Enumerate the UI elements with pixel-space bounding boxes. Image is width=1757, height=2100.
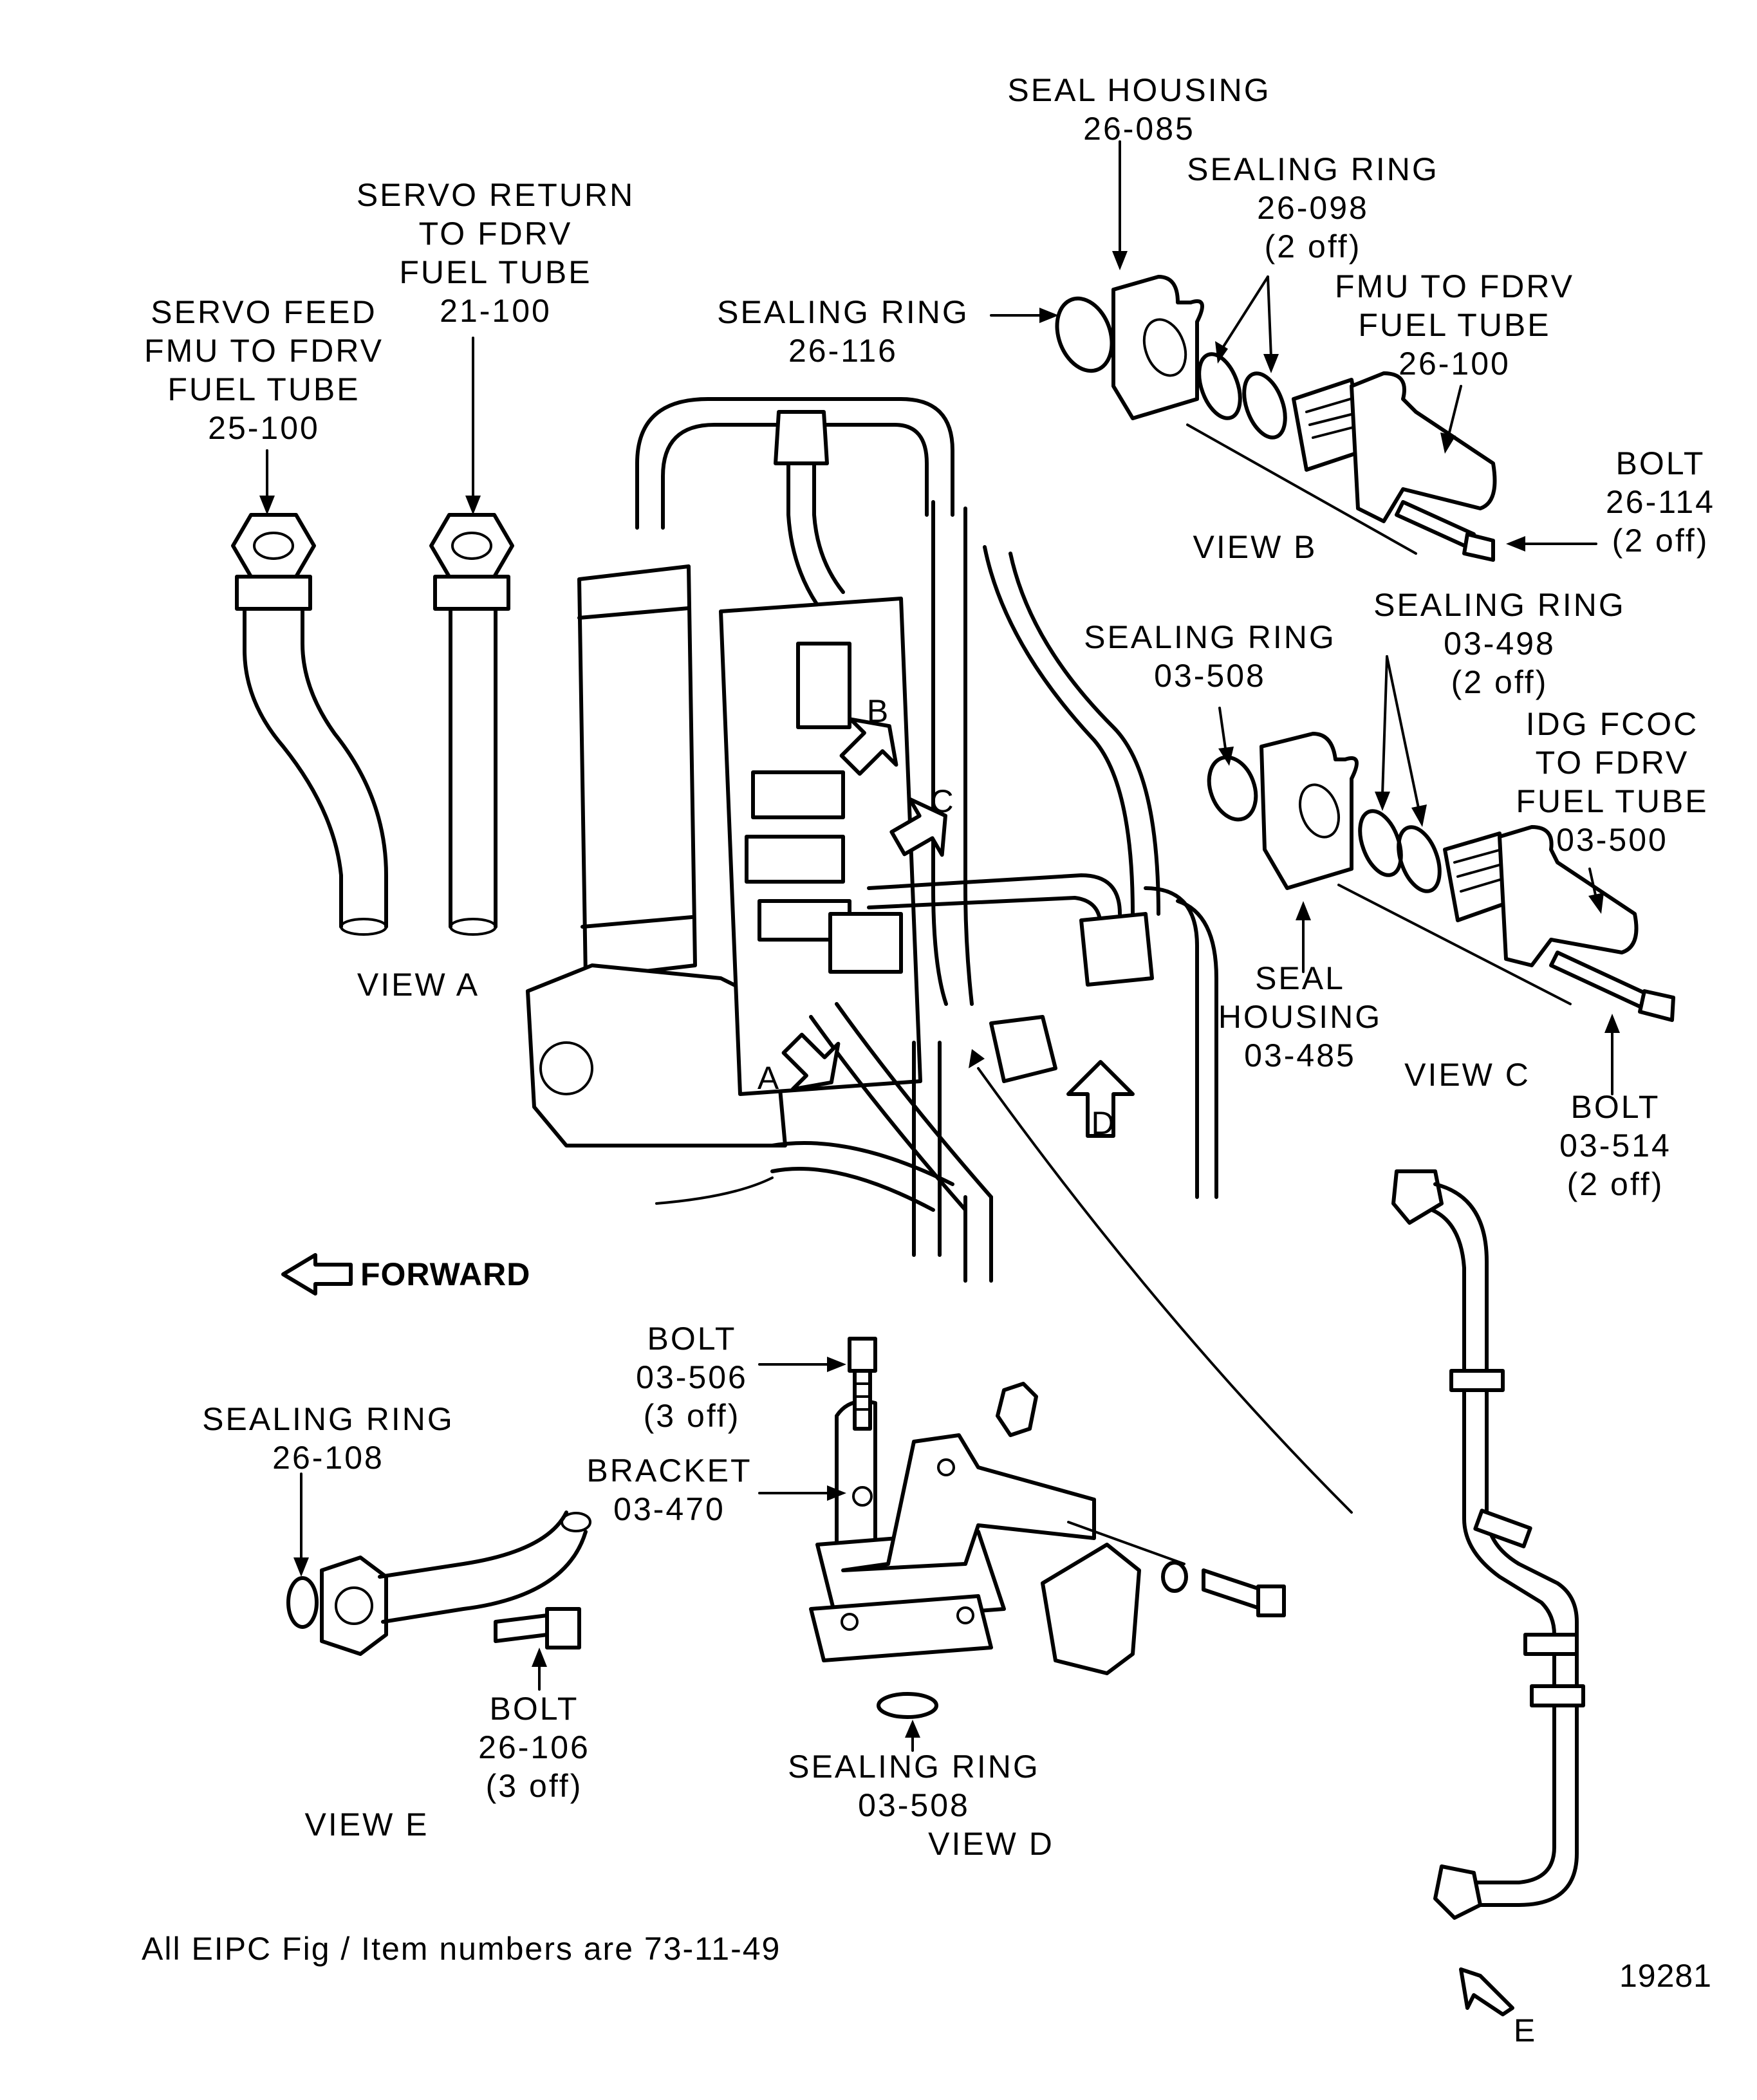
view-c-indicator-letter: C — [930, 783, 956, 819]
bolt-26-106-callout: BOLT 26-106 (3 off) — [463, 1689, 605, 1805]
forward-label: FORWARD — [360, 1256, 531, 1292]
callout-line: 03-500 — [1556, 822, 1668, 858]
view-a-indicator-letter: A — [757, 1060, 781, 1096]
callout-line: 26-100 — [1399, 346, 1511, 382]
callout-line: SEAL — [1255, 960, 1345, 996]
idg-fcoc-to-fdrv-fuel-tube-callout: IDG FCOC TO FDRV FUEL TUBE 03-500 — [1487, 705, 1738, 859]
view-d-indicator-letter: D — [1091, 1105, 1117, 1141]
callout-line: FUEL TUBE — [1516, 783, 1709, 819]
view-c-title: VIEW C — [1404, 1057, 1530, 1093]
view-a-title: VIEW A — [357, 967, 480, 1003]
callout-line: 03-506 — [636, 1359, 748, 1395]
callout-line: FUEL TUBE — [1358, 307, 1551, 343]
eipc-footnote: All EIPC Fig / Item numbers are 73-11-49 — [142, 1931, 781, 1967]
callout-line: 26-085 — [1083, 111, 1195, 147]
callout-line: 03-508 — [858, 1787, 970, 1823]
servo-feed-tube-drawing — [231, 513, 388, 936]
callout-line: 03-485 — [1244, 1037, 1356, 1073]
callout-line: SEALING RING — [1084, 619, 1336, 655]
view-e-title: VIEW E — [304, 1807, 429, 1843]
callout-line: (3 off) — [485, 1768, 583, 1804]
callout-line: SERVO FEED — [151, 294, 377, 330]
sealing-ring-03-498-callout: SEALING RING 03-498 (2 off) — [1345, 586, 1654, 702]
view-d-drawing — [809, 1337, 1286, 1719]
callout-line: BOLT — [647, 1321, 737, 1357]
bracket-03-470-callout: BRACKET 03-470 — [579, 1451, 759, 1529]
callout-line: BOLT — [1570, 1089, 1660, 1125]
bolt-03-514-callout: BOLT 03-514 (2 off) — [1545, 1088, 1686, 1203]
sealing-ring-26-116-callout: SEALING RING 26-116 — [702, 293, 985, 370]
sealing-ring-03-508-view-d-callout: SEALING RING 03-508 — [759, 1747, 1068, 1825]
callout-line: BOLT — [489, 1691, 579, 1727]
seal-housing-03-485-callout: SEAL HOUSING 03-485 — [1204, 959, 1397, 1075]
callout-line: 03-498 — [1444, 626, 1556, 662]
callout-line: FMU TO FDRV — [1335, 268, 1574, 304]
view-b-leader-lines — [990, 140, 1597, 552]
callout-line: 25-100 — [208, 410, 320, 446]
callout-line: SEALING RING — [717, 294, 969, 330]
callout-line: 26-114 — [1606, 484, 1715, 520]
sealing-ring-03-508-callout: SEALING RING 03-508 — [1055, 618, 1364, 695]
view-e-leader-lines — [293, 1473, 547, 1691]
sealing-ring-26-098-callout: SEALING RING 26-098 (2 off) — [1158, 150, 1467, 266]
view-c-drawing — [1207, 732, 1675, 1022]
view-d-title: VIEW D — [928, 1826, 1054, 1862]
callout-line: TO FDRV — [418, 216, 573, 252]
callout-line: (2 off) — [1264, 228, 1362, 265]
figure-number: 19281 — [1619, 1958, 1712, 1994]
main-assembly-drawing — [526, 397, 1353, 1514]
view-e-drawing — [286, 1510, 591, 1656]
view-b-title: VIEW B — [1193, 529, 1317, 565]
view-b-indicator-letter: B — [866, 693, 891, 729]
callout-line: 21-100 — [440, 293, 552, 329]
seal-housing-26-085-callout: SEAL HOUSING 26-085 — [985, 71, 1294, 148]
callout-line: FUEL TUBE — [167, 371, 360, 407]
callout-line: HOUSING — [1218, 999, 1382, 1035]
view-b-drawing — [1055, 275, 1497, 562]
callout-line: (2 off) — [1612, 523, 1709, 559]
view-d-leader-lines — [758, 1357, 920, 1752]
callout-line: FMU TO FDRV — [144, 333, 384, 369]
bolt-26-114-callout: BOLT 26-114 (2 off) — [1583, 444, 1738, 560]
callout-line: SERVO RETURN — [356, 177, 635, 213]
bolt-03-506-callout: BOLT 03-506 (3 off) — [624, 1319, 759, 1435]
callout-line: (2 off) — [1451, 664, 1548, 700]
callout-line: 03-470 — [613, 1491, 725, 1527]
callout-line: IDG FCOC — [1525, 706, 1699, 742]
callout-line: 26-108 — [272, 1440, 384, 1476]
callout-line: SEAL HOUSING — [1007, 72, 1271, 108]
callout-line: (3 off) — [643, 1398, 741, 1434]
callout-line: 26-106 — [478, 1729, 590, 1765]
callout-line: SEALING RING — [788, 1749, 1040, 1785]
view-e-long-tube-drawing — [1391, 1169, 1585, 2016]
servo-return-tube-drawing — [429, 513, 514, 936]
callout-line: 26-098 — [1257, 190, 1369, 226]
sealing-ring-26-108-callout: SEALING RING 26-108 — [180, 1400, 476, 1477]
callout-line: SEALING RING — [202, 1401, 454, 1437]
fmu-to-fdrv-fuel-tube-26-100-callout: FMU TO FDRV FUEL TUBE 26-100 — [1326, 267, 1583, 383]
servo-return-tube-callout: SERVO RETURN TO FDRV FUEL TUBE 21-100 — [335, 176, 656, 330]
callout-line: 03-508 — [1154, 658, 1266, 694]
callout-line: TO FDRV — [1535, 745, 1689, 781]
callout-line: (2 off) — [1566, 1166, 1664, 1202]
callout-line: SEALING RING — [1187, 151, 1439, 187]
callout-line: BRACKET — [586, 1453, 752, 1489]
forward-arrow-icon — [281, 1253, 353, 1296]
view-e-indicator-letter: E — [1513, 2012, 1538, 2049]
view-c-leader-lines — [1218, 655, 1620, 1095]
callout-line: FUEL TUBE — [399, 254, 592, 290]
view-a-leader-lines — [259, 337, 481, 515]
callout-line: 03-514 — [1559, 1128, 1671, 1164]
callout-line: BOLT — [1615, 445, 1706, 481]
servo-feed-tube-callout: SERVO FEED FMU TO FDRV FUEL TUBE 25-100 — [129, 293, 399, 447]
callout-line: 26-116 — [788, 333, 898, 369]
callout-line: SEALING RING — [1373, 587, 1626, 623]
